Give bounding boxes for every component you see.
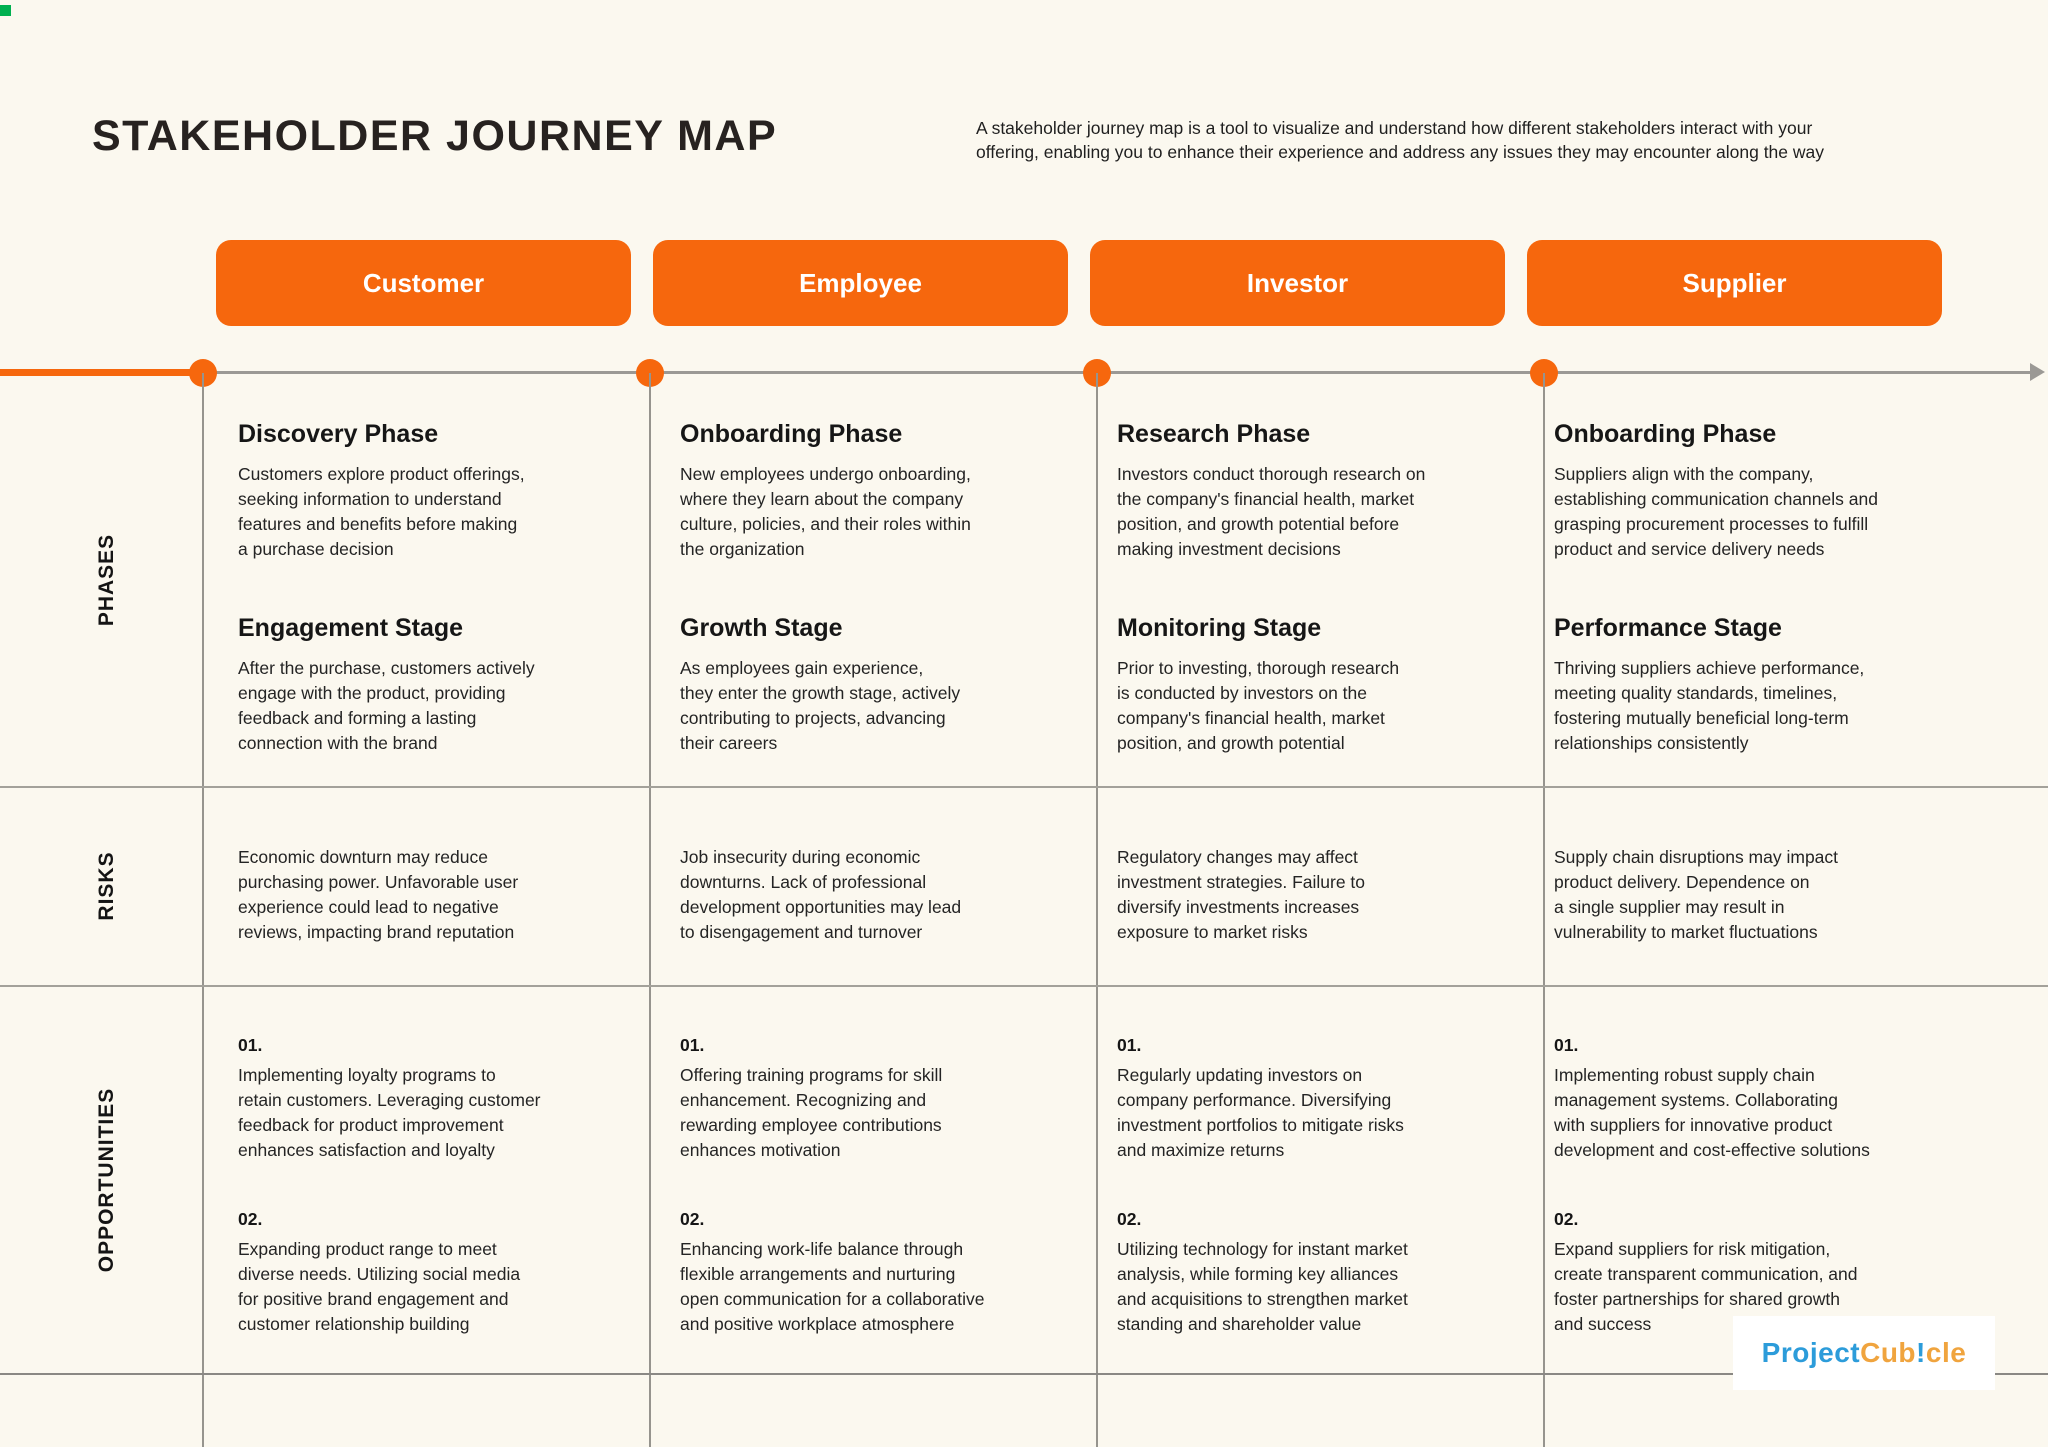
logo-part-exclamation: !	[1916, 1337, 1926, 1368]
stakeholder-button-investor[interactable]: Investor	[1090, 240, 1505, 326]
stage-title: Engagement Stage	[238, 614, 464, 642]
opportunities-cell-customer: 01. Implementing loyalty programs to ret…	[238, 1035, 640, 1337]
opportunity-text: Enhancing work-life balance through flex…	[680, 1239, 985, 1334]
row-label-opportunities: OPPORTUNITIES	[95, 1087, 118, 1273]
phase-text: Investors conduct thorough research on t…	[1117, 464, 1426, 559]
phase-title: Onboarding Phase	[680, 420, 903, 448]
page-description: A stakeholder journey map is a tool to v…	[976, 118, 1825, 162]
page-title: STAKEHOLDER JOURNEY MAP	[92, 112, 778, 160]
opportunity-number: 02.	[238, 1209, 263, 1229]
stage-title: Monitoring Stage	[1117, 614, 1322, 642]
logo-part-cub: Cub	[1860, 1337, 1917, 1368]
stakeholder-button-customer[interactable]: Customer	[216, 240, 631, 326]
grid-vline-1	[202, 373, 204, 1447]
arrow-right-icon	[2030, 363, 2045, 381]
timeline-line	[0, 371, 2036, 374]
opportunity-text: Expanding product range to meet diverse …	[238, 1239, 521, 1334]
logo-part-cle: cle	[1925, 1337, 1967, 1368]
opportunity-number: 01.	[1554, 1035, 1579, 1055]
opportunities-cell-supplier: 01. Implementing robust supply chain man…	[1554, 1035, 1956, 1337]
stage-text: Thriving suppliers achieve performance, …	[1554, 658, 1865, 753]
projectcubicle-logo-text: ProjectCub!cle	[1762, 1337, 1967, 1369]
stage-text: After the purchase, customers actively e…	[238, 658, 535, 753]
grid-vline-3	[1096, 373, 1098, 1447]
opportunities-cell-investor: 01. Regularly updating investors on comp…	[1117, 1035, 1519, 1337]
opportunity-number: 02.	[1554, 1209, 1579, 1229]
row-label-phases: PHASES	[95, 533, 118, 627]
logo-part-project: Project	[1761, 1337, 1861, 1368]
timeline-accent-segment	[0, 369, 206, 376]
opportunity-text: Expand suppliers for risk mitigation, cr…	[1554, 1239, 1858, 1334]
grid-vline-4	[1543, 373, 1545, 1447]
phase-title: Onboarding Phase	[1554, 420, 1777, 448]
row-label-risks: RISKS	[95, 851, 118, 921]
stage-text: Prior to investing, thorough research is…	[1117, 658, 1400, 753]
grid-hline-bottom	[0, 1373, 2048, 1375]
opportunity-text: Regularly updating investors on company …	[1117, 1065, 1404, 1160]
stakeholder-button-supplier[interactable]: Supplier	[1527, 240, 1942, 326]
risks-cell-employee: Job insecurity during economic downturns…	[680, 847, 962, 942]
stage-text: As employees gain experience, they enter…	[680, 658, 961, 753]
opportunity-number: 01.	[238, 1035, 263, 1055]
opportunity-text: Implementing loyalty programs to retain …	[238, 1065, 541, 1160]
phases-cell-employee: Onboarding Phase New employees undergo o…	[680, 420, 1082, 756]
opportunity-text: Utilizing technology for instant market …	[1117, 1239, 1408, 1334]
risks-cell-customer: Economic downturn may reduce purchasing …	[238, 847, 519, 942]
opportunity-text: Offering training programs for skill enh…	[680, 1065, 943, 1160]
phase-title: Discovery Phase	[238, 420, 439, 448]
opportunity-number: 01.	[1117, 1035, 1142, 1055]
phase-title: Research Phase	[1117, 420, 1311, 448]
stakeholder-button-employee[interactable]: Employee	[653, 240, 1068, 326]
opportunity-text: Implementing robust supply chain managem…	[1554, 1065, 1870, 1160]
opportunity-number: 02.	[680, 1209, 705, 1229]
stage-title: Performance Stage	[1554, 614, 1782, 642]
phases-cell-supplier: Onboarding Phase Suppliers align with th…	[1554, 420, 1956, 756]
phase-text: New employees undergo onboarding, where …	[680, 464, 971, 559]
opportunity-number: 02.	[1117, 1209, 1142, 1229]
green-corner-mark	[0, 5, 11, 16]
phases-cell-investor: Research Phase Investors conduct thoroug…	[1117, 420, 1519, 756]
stage-title: Growth Stage	[680, 614, 843, 642]
projectcubicle-logo[interactable]: ProjectCub!cle	[1733, 1316, 1995, 1390]
risks-cell-investor: Regulatory changes may affect investment…	[1117, 847, 1366, 942]
opportunity-number: 01.	[680, 1035, 705, 1055]
opportunities-cell-employee: 01. Offering training programs for skill…	[680, 1035, 1082, 1337]
phases-cell-customer: Discovery Phase Customers explore produc…	[238, 420, 640, 756]
grid-hline-risks-opportunities	[0, 985, 2048, 987]
grid-vline-2	[649, 373, 651, 1447]
phase-text: Customers explore product offerings, see…	[238, 464, 525, 559]
grid-hline-phases-risks	[0, 786, 2048, 788]
phase-text: Suppliers align with the company, establ…	[1554, 464, 1878, 559]
risks-cell-supplier: Supply chain disruptions may impact prod…	[1554, 847, 1839, 942]
